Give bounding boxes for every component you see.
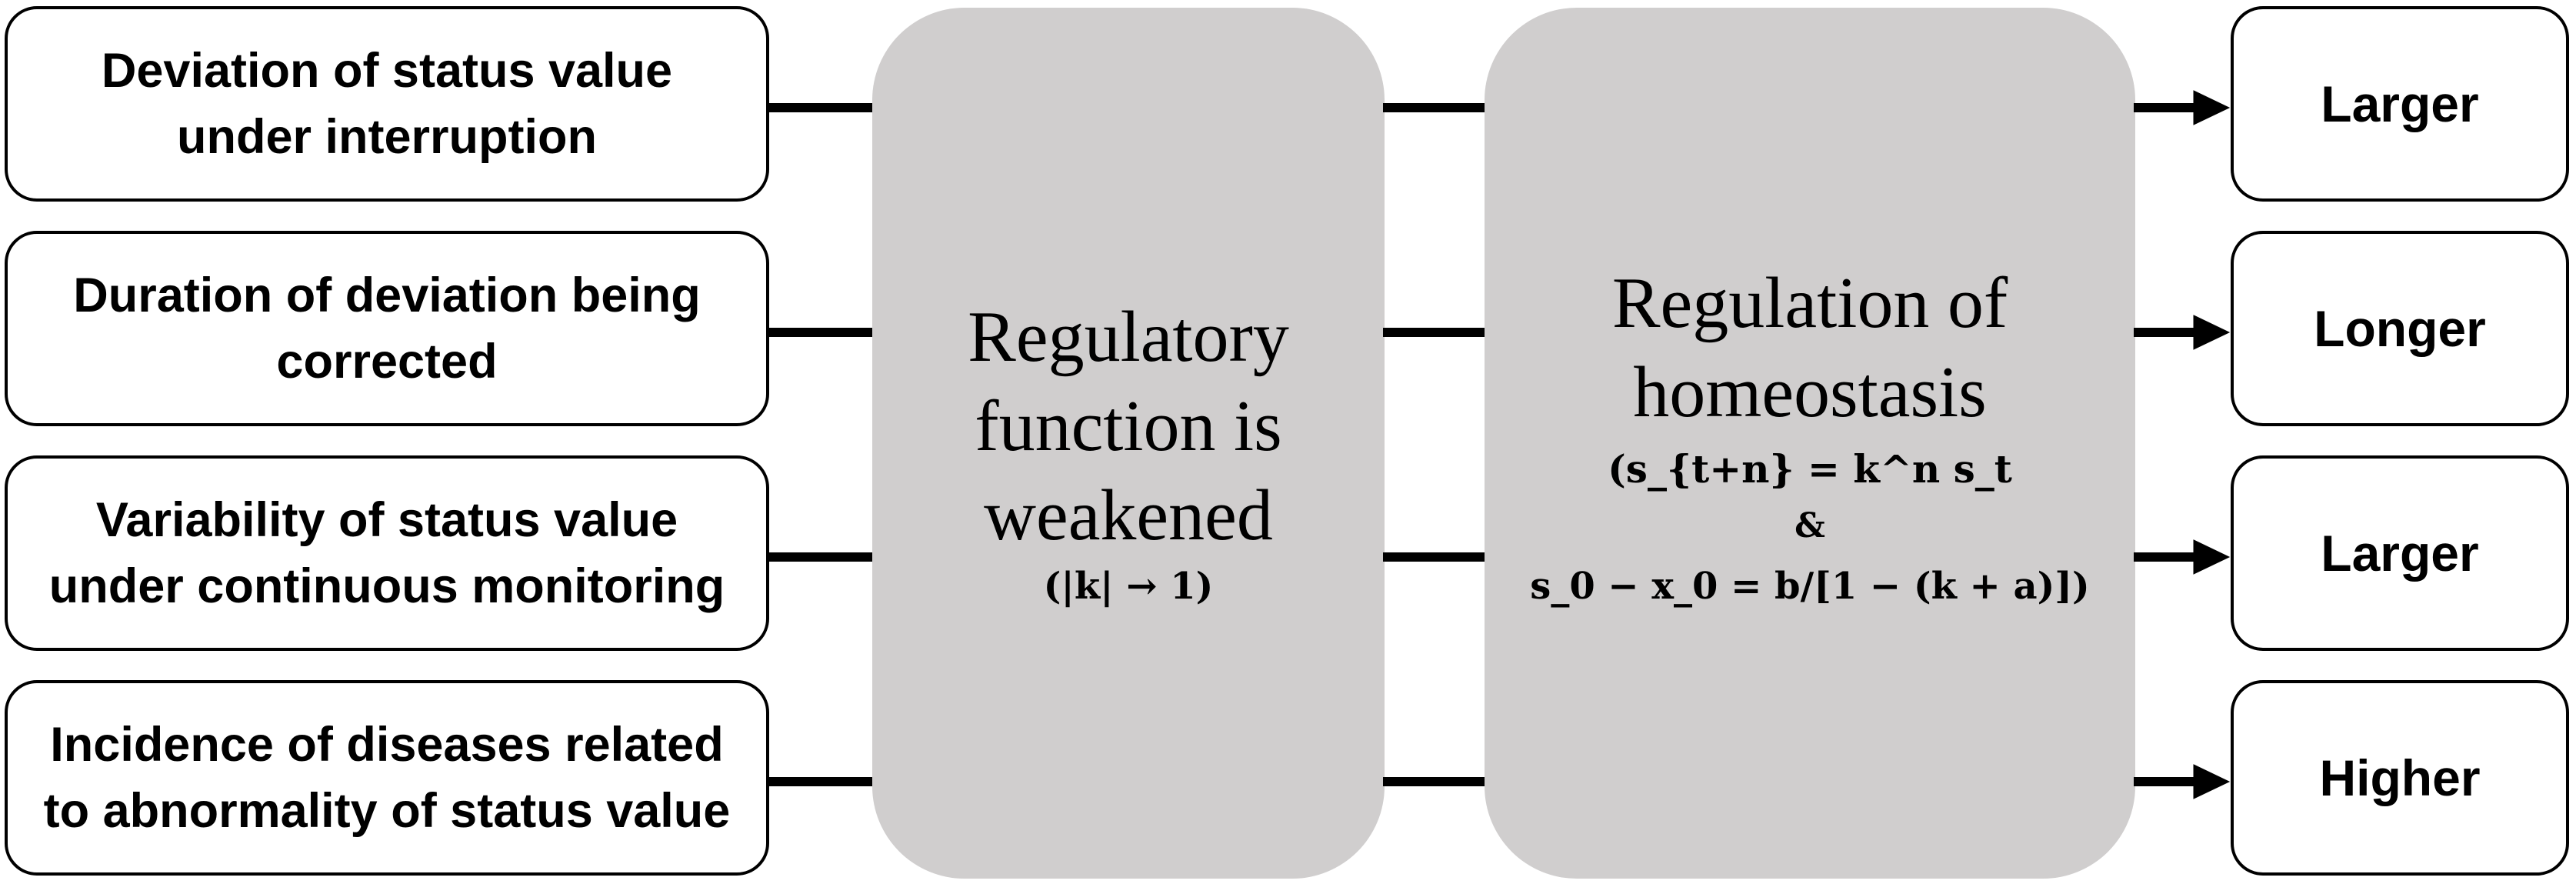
regulatory-function-box: Regulatory function is weakened (|k| → 1… xyxy=(872,8,1385,879)
input-label: Variability of status value under contin… xyxy=(48,493,725,613)
output-box-larger: Larger xyxy=(2231,455,2569,651)
equilibrium-formula-text: s_0 − x_0 = b/[1 − (k + a)]) xyxy=(1530,565,2090,608)
output-label: Larger xyxy=(2321,75,2479,132)
connector-line xyxy=(1383,552,1486,562)
output-label: Longer xyxy=(2314,300,2486,357)
connector-line xyxy=(769,552,874,562)
ampersand: & xyxy=(1795,506,1825,545)
connector-line xyxy=(1383,777,1486,786)
connector-line xyxy=(1383,328,1486,337)
input-box-duration: Duration of deviation being corrected xyxy=(5,231,769,426)
arrowhead-icon xyxy=(2193,539,2231,575)
input-box-variability: Variability of status value under contin… xyxy=(5,455,769,651)
homeostasis-regulation-box: Regulation of homeostasis (s_{t+n} = k^n… xyxy=(1485,8,2135,879)
regulatory-function-title: Regulatory function is weakened xyxy=(968,297,1289,555)
output-label: Higher xyxy=(2319,749,2481,806)
input-box-deviation: Deviation of status value under interrup… xyxy=(5,6,769,202)
output-box-larger: Larger xyxy=(2231,6,2569,202)
equilibrium-formula: s_0 − x_0 = b/[1 − (k + a)]) xyxy=(1485,565,2135,608)
input-label: Deviation of status value under interrup… xyxy=(101,44,673,164)
input-label: Incidence of diseases related to abnorma… xyxy=(43,718,731,838)
homeostasis-title: Regulation of homeostasis xyxy=(1611,263,2008,432)
output-label: Larger xyxy=(2321,525,2479,582)
output-box-longer: Longer xyxy=(2231,231,2569,426)
connector-line xyxy=(769,777,874,786)
input-box-incidence: Incidence of diseases related to abnorma… xyxy=(5,680,769,876)
connector-line xyxy=(769,328,874,337)
arrowhead-icon xyxy=(2193,315,2231,350)
connector-line xyxy=(769,103,874,112)
arrowhead-icon xyxy=(2193,764,2231,799)
recurrence-formula-text: (s_{t+n} = k^n s_t xyxy=(1608,446,2012,492)
output-box-higher: Higher xyxy=(2231,680,2569,876)
input-label: Duration of deviation being corrected xyxy=(73,269,701,389)
connector-line xyxy=(1383,103,1486,112)
arrowhead-icon xyxy=(2193,90,2231,125)
recurrence-formula: (s_{t+n} = k^n s_t xyxy=(1485,446,2135,492)
k-limit-formula: (|k| → 1) xyxy=(1043,565,1214,608)
